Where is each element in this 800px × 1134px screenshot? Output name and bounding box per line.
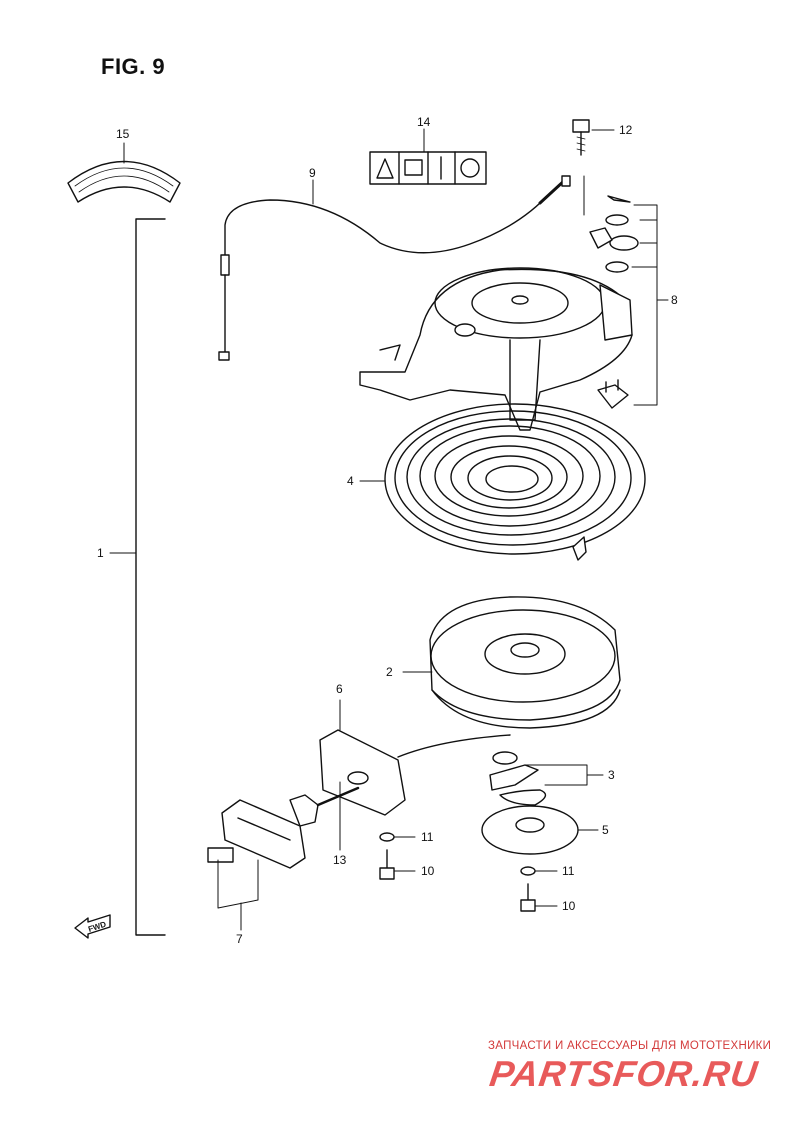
callout-8: 8 xyxy=(671,293,678,307)
callout-1: 1 xyxy=(97,546,104,560)
callout-10-left: 10 xyxy=(421,864,435,878)
bolt-12 xyxy=(572,119,615,216)
figure-title: FIG. 9 xyxy=(101,54,166,79)
warning-label-14 xyxy=(369,128,487,185)
callout-6: 6 xyxy=(336,682,343,696)
spring-4 xyxy=(359,403,646,561)
callout-11-left: 11 xyxy=(421,830,434,844)
callout-4: 4 xyxy=(347,474,354,488)
callout-3: 3 xyxy=(608,768,615,782)
callout-9: 9 xyxy=(309,166,316,180)
callout-5: 5 xyxy=(602,823,609,837)
callout-14: 14 xyxy=(417,115,431,129)
starter-housing xyxy=(359,267,633,431)
callout-11-right: 11 xyxy=(562,864,575,878)
grommet-6 xyxy=(319,699,406,816)
assembly-bracket-1 xyxy=(109,218,166,936)
cable-9 xyxy=(218,175,571,361)
small-parts-8 xyxy=(589,195,669,409)
handle-7 xyxy=(207,786,360,931)
callout-labels: 15 14 12 9 8 4 1 2 6 3 5 11 13 10 11 10 … xyxy=(87,115,678,946)
starter-rope xyxy=(397,734,511,758)
fasteners-right xyxy=(520,866,558,912)
callout-2: 2 xyxy=(386,665,393,679)
fwd-arrow-icon xyxy=(74,914,111,939)
callout-15: 15 xyxy=(116,127,130,141)
callout-13: 13 xyxy=(333,853,347,867)
decal-15 xyxy=(67,142,181,203)
fasteners-left xyxy=(379,832,416,880)
callout-10-right: 10 xyxy=(562,899,576,913)
plate-5 xyxy=(481,805,599,855)
reel-2 xyxy=(402,596,621,729)
callout-7: 7 xyxy=(236,932,243,946)
watermark-logo: PARTSFOR.RU xyxy=(487,1053,761,1094)
watermark-tagline: ЗАПЧАСТИ И АКСЕССУАРЫ ДЛЯ МОТОТЕХНИКИ xyxy=(488,1040,772,1052)
pawl-3 xyxy=(489,751,604,806)
callout-12: 12 xyxy=(619,123,633,137)
